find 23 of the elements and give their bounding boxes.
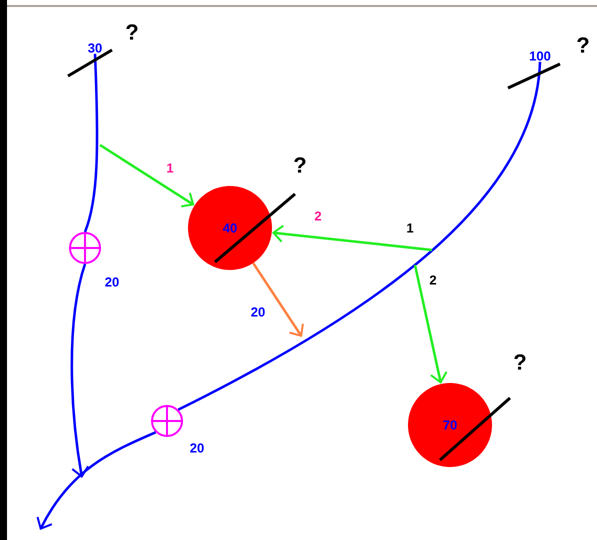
flow-line: [84, 54, 98, 232]
flow-line: [70, 264, 89, 478]
arrow: [272, 224, 432, 252]
question-mark: ?: [294, 157, 306, 173]
value-label: 100: [530, 51, 550, 61]
branch-number: 2: [430, 275, 436, 285]
value-label: 30: [88, 43, 102, 53]
arrow: [99, 144, 194, 208]
question-mark: ?: [514, 354, 526, 370]
branch-number: 1: [407, 224, 414, 232]
flow-value: 20: [105, 277, 119, 287]
flow-line: [36, 431, 156, 530]
edge-label: 2: [314, 211, 322, 221]
question-mark: ?: [577, 37, 588, 53]
edge-label: 20: [251, 307, 265, 317]
question-mark: ?: [126, 24, 138, 40]
arrow: [252, 262, 304, 337]
junction-symbol: [68, 231, 102, 265]
flow-line: [178, 62, 542, 411]
edge-label: 1: [167, 164, 174, 172]
flow-value: 20: [190, 443, 204, 453]
arrow: [414, 264, 448, 384]
junction-symbol: [150, 404, 184, 438]
